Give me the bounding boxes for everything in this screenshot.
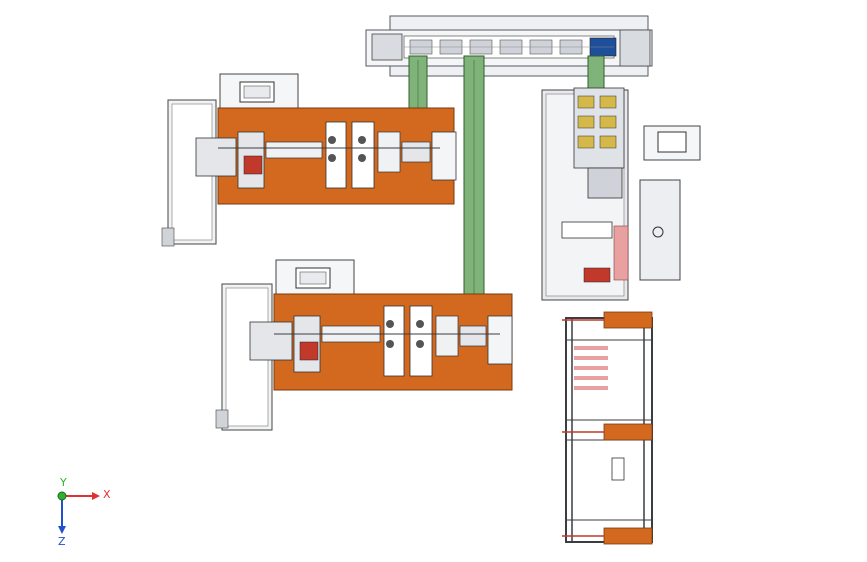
- green-belts: [408, 55, 605, 327]
- z-arrowhead-icon: [58, 526, 66, 534]
- coordinate-triad: X Y Z: [57, 476, 111, 548]
- x-arrowhead-icon: [92, 492, 100, 500]
- y-axis-label: Y: [59, 476, 67, 489]
- lower-station: [215, 259, 513, 431]
- upper-station: [161, 73, 457, 247]
- x-axis-label: X: [103, 488, 111, 501]
- bottom-frame: [562, 311, 653, 545]
- z-axis-label: Z: [58, 535, 66, 548]
- y-axis-origin: [57, 491, 67, 501]
- right-panel-station: [541, 87, 701, 301]
